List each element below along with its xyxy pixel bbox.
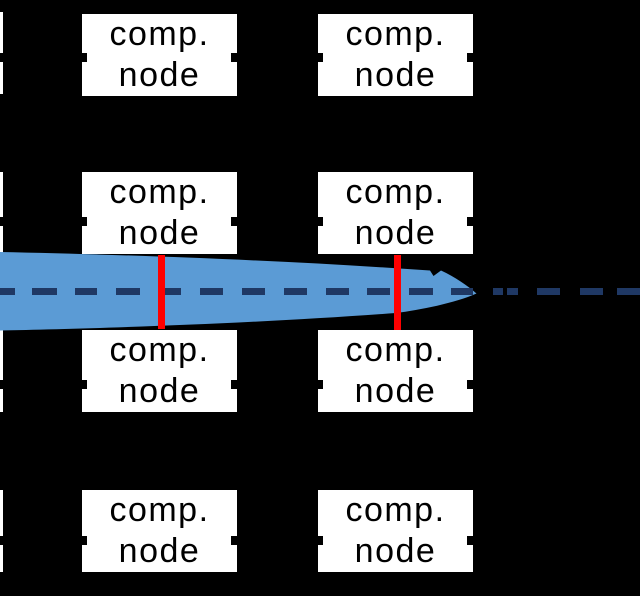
connector-stub <box>79 536 87 545</box>
trajectory-dash <box>367 288 390 295</box>
connector-stub <box>467 217 475 226</box>
connector-stub <box>79 380 87 389</box>
trajectory-dash <box>200 288 223 295</box>
connector-stub <box>315 217 323 226</box>
trajectory-dash <box>507 288 518 295</box>
trajectory-dash <box>493 288 503 295</box>
connector-stub <box>231 536 239 545</box>
node-label-line1: comp. <box>109 173 210 211</box>
trajectory-dash <box>242 288 265 295</box>
node-label-line2: node <box>354 214 437 252</box>
trajectory-dash <box>0 288 15 295</box>
connector-stub <box>467 536 475 545</box>
trajectory-dash <box>537 288 560 295</box>
node-label-line1: comp. <box>109 15 210 53</box>
red-marker-line-2 <box>394 255 401 330</box>
connector-stub <box>231 380 239 389</box>
trajectory-dash <box>409 288 433 295</box>
connector-stub <box>0 53 3 62</box>
node-label-line1: comp. <box>345 15 446 53</box>
node-label-line1: comp. <box>345 491 446 529</box>
red-marker-line-1 <box>158 255 165 329</box>
node-label-line2: node <box>118 56 201 94</box>
node-label-line2: node <box>354 372 437 410</box>
comp-node-box: comp. node <box>82 330 237 412</box>
trajectory-dash <box>32 288 57 295</box>
comp-node-box: comp. node <box>82 490 237 572</box>
clipped-node-sliver <box>0 490 3 572</box>
comp-node-box: comp. node <box>82 14 237 96</box>
node-label-line1: comp. <box>345 173 446 211</box>
node-label-line2: node <box>118 214 201 252</box>
comp-node-box: comp. node <box>318 14 473 96</box>
connector-stub <box>467 380 475 389</box>
connector-stub <box>0 217 3 226</box>
connector-stub <box>79 217 87 226</box>
trajectory-dash <box>326 288 349 295</box>
clipped-node-sliver <box>0 330 3 412</box>
trajectory-dash <box>75 288 97 295</box>
trajectory-dash <box>158 288 181 295</box>
comp-node-box: comp. node <box>82 172 237 254</box>
node-label-line2: node <box>354 532 437 570</box>
node-label-line2: node <box>118 372 201 410</box>
connector-stub <box>0 380 3 389</box>
comp-node-box: comp. node <box>318 172 473 254</box>
connector-stub <box>315 536 323 545</box>
connector-stub <box>0 536 3 545</box>
node-label-line1: comp. <box>109 491 210 529</box>
clipped-node-sliver <box>0 172 3 254</box>
trajectory-dash <box>580 288 603 295</box>
comp-node-box: comp. node <box>318 330 473 412</box>
connector-stub <box>231 53 239 62</box>
node-label-line1: comp. <box>109 331 210 369</box>
node-label-line2: node <box>118 532 201 570</box>
trajectory-dash <box>451 288 473 295</box>
node-label-line1: comp. <box>345 331 446 369</box>
connector-stub <box>231 217 239 226</box>
trajectory-dash <box>617 288 640 295</box>
connector-stub <box>315 53 323 62</box>
trajectory-dash <box>284 288 307 295</box>
trajectory-dash <box>116 288 140 295</box>
connector-stub <box>315 380 323 389</box>
node-label-line2: node <box>354 56 437 94</box>
connector-stub <box>79 53 87 62</box>
comp-node-box: comp. node <box>318 490 473 572</box>
connector-stub <box>467 53 475 62</box>
